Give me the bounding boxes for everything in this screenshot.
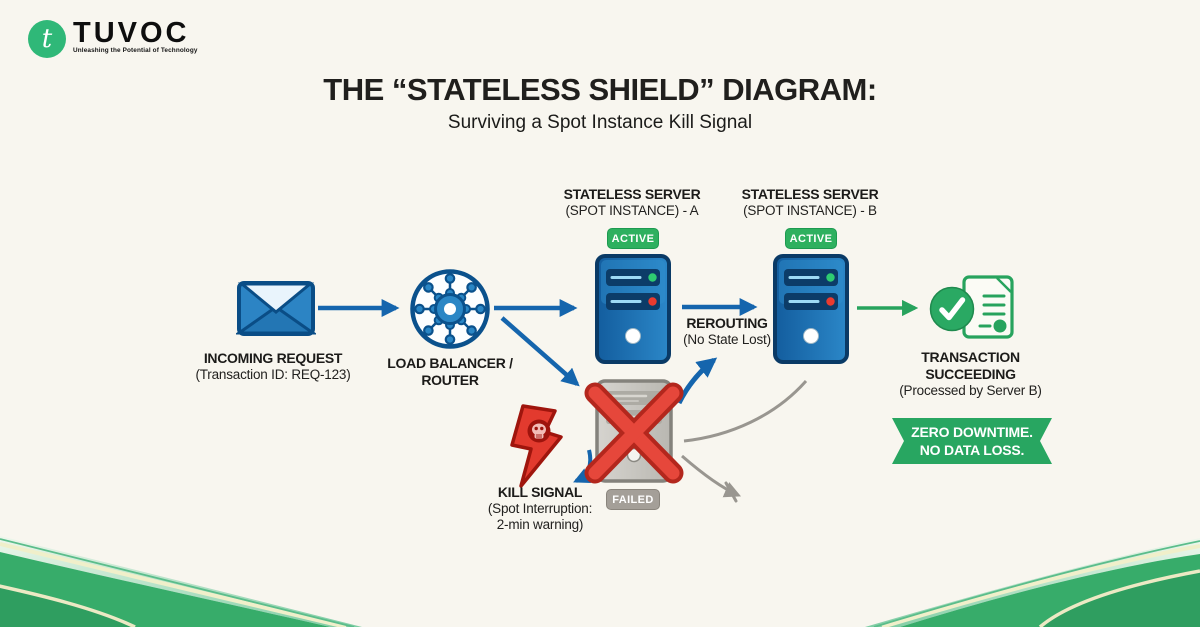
brand-tagline: Unleashing the Potential of Technology [73, 47, 198, 55]
server-a-label: STATELESS SERVER (SPOT INSTANCE) - A [552, 186, 712, 219]
kill-signal-label: KILL SIGNAL (Spot Interruption: 2-min wa… [470, 484, 610, 533]
rerouting-title: REROUTING [686, 315, 768, 331]
server-b-tower-icon [773, 254, 849, 364]
server-b-status-badge: ACTIVE [785, 228, 837, 249]
failed-server-icon [584, 379, 684, 484]
server-b-title: STATELESS SERVER [741, 186, 879, 202]
transaction-title-line2: SUCCEEDING [925, 366, 1016, 382]
incoming-request-subtitle: (Transaction ID: REQ-123) [195, 367, 351, 382]
server-a-status-badge: ACTIVE [607, 228, 659, 249]
zero-downtime-ribbon: ZERO DOWNTIME. NO DATA LOSS. [892, 418, 1052, 464]
check-circle-icon [929, 286, 975, 332]
incoming-request-envelope-icon [236, 281, 316, 336]
page-subtitle: Surviving a Spot Instance Kill Signal [447, 112, 753, 133]
failed-server-status-badge: FAILED [606, 489, 660, 510]
transaction-subtitle: (Processed by Server B) [899, 383, 1042, 398]
tuvoc-logo: t TUVOC Unleashing the Potential of Tech… [28, 17, 268, 58]
kill-signal-subtitle-line1: (Spot Interruption: [487, 501, 593, 516]
incoming-request-label: INCOMING REQUEST (Transaction ID: REQ-12… [168, 350, 378, 383]
kill-signal-subtitle-line2: 2-min warning) [496, 517, 584, 532]
gray-lost-path-arrow [681, 454, 742, 498]
server-a-subtitle: (SPOT INSTANCE) - A [565, 203, 699, 218]
gray-lost-path-long [683, 380, 808, 443]
skull-icon [527, 419, 551, 443]
red-x-icon [584, 382, 684, 484]
kill-signal-title: KILL SIGNAL [497, 484, 583, 500]
ribbon-line1: ZERO DOWNTIME. [911, 424, 1033, 440]
server-a-tower-icon [595, 254, 671, 364]
load-balancer-label: LOAD BALANCER / ROUTER [370, 355, 530, 389]
rerouting-subtitle: (No State Lost) [683, 332, 771, 347]
gray-path-block-tick [724, 481, 738, 503]
load-balancer-title-line1: LOAD BALANCER / [387, 355, 513, 371]
server-a-title: STATELESS SERVER [563, 186, 701, 202]
kill-signal-bolt-icon [510, 404, 563, 488]
transaction-title-line1: TRANSACTION [921, 349, 1020, 365]
transaction-success-label: TRANSACTION SUCCEEDING (Processed by Ser… [888, 349, 1053, 399]
ribbon-line2: NO DATA LOSS. [919, 442, 1025, 458]
brand-name: TUVOC [73, 17, 190, 49]
rerouting-label: REROUTING (No State Lost) [657, 315, 797, 348]
load-balancer-title-line2: ROUTER [421, 372, 479, 388]
logo-letter-icon: t [28, 20, 66, 58]
server-b-subtitle: (SPOT INSTANCE) - B [743, 203, 877, 218]
load-balancer-icon [410, 269, 490, 349]
server-b-label: STATELESS SERVER (SPOT INSTANCE) - B [730, 186, 890, 219]
page-title: THE “STATELESS SHIELD” DIAGRAM: [323, 72, 877, 107]
transaction-success-icon [929, 275, 1014, 339]
incoming-request-title: INCOMING REQUEST [203, 350, 343, 366]
